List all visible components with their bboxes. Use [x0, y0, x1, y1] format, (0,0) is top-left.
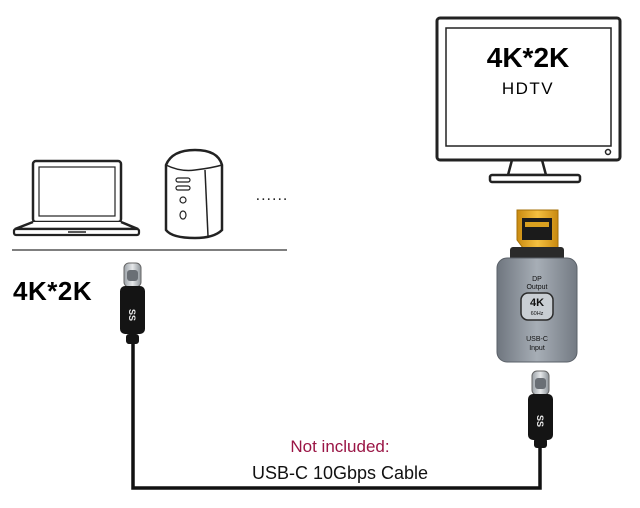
adapter-badge-4k: 4K	[530, 297, 544, 309]
laptop-icon	[12, 159, 141, 237]
adapter-output-label-1: DP	[532, 276, 542, 283]
monitor-icon	[435, 16, 622, 184]
usb-c-cable	[131, 340, 542, 490]
adapter-input-label-1: USB-C	[526, 336, 548, 343]
left-plug-ss-logo: SS	[127, 309, 137, 321]
dp-adapter	[496, 209, 578, 363]
source-resolution-label: 4K*2K	[13, 276, 93, 306]
cable-name-label: USB-C 10Gbps Cable	[251, 463, 429, 483]
adapter-output-label-2: Output	[526, 284, 547, 291]
desktop-tower-icon	[164, 148, 224, 240]
monitor-resolution-label: 4K*2K	[487, 42, 569, 73]
cable-note-label: Not included:	[290, 437, 390, 456]
adapter-badge-60hz: 60Hz	[531, 311, 544, 317]
more-devices-ellipsis: ......	[256, 187, 289, 204]
left-usb-c-plug	[120, 262, 145, 344]
right-usb-c-plug	[528, 370, 553, 448]
right-plug-ss-logo: SS	[535, 415, 545, 427]
adapter-input-label-2: Input	[529, 345, 545, 352]
monitor-type-label: HDTV	[502, 79, 554, 98]
